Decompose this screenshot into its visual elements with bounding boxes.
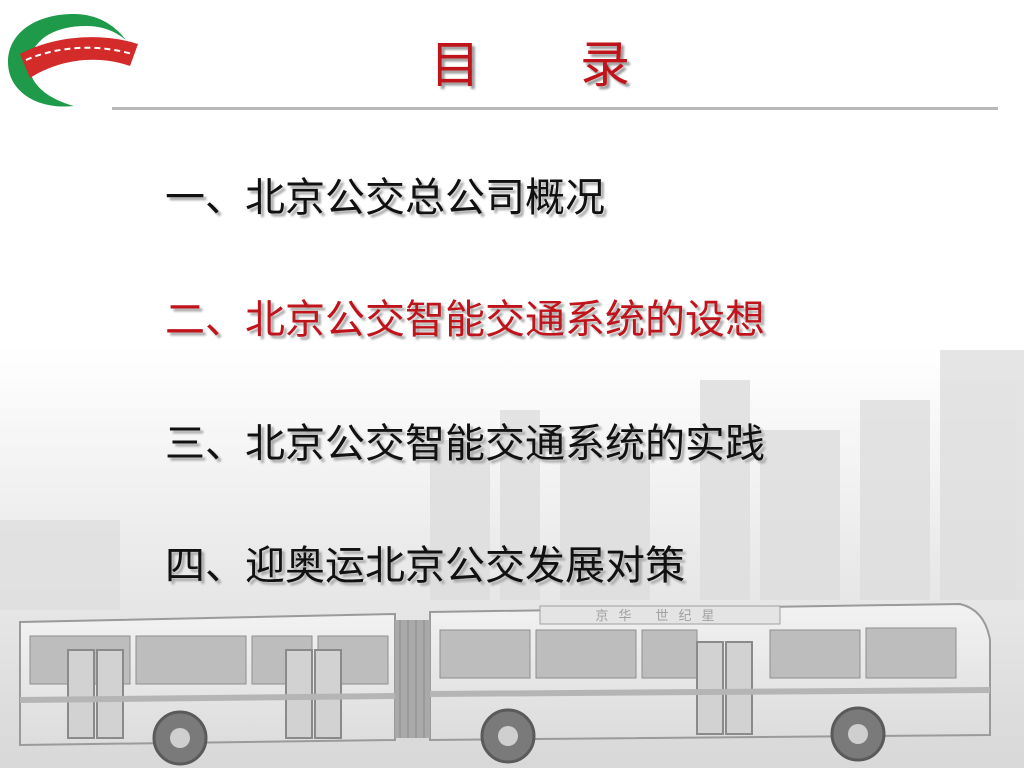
title-divider bbox=[112, 107, 998, 110]
toc-item-4: 四、迎奥运北京公交发展对策 bbox=[165, 543, 685, 589]
page-title: 目录 bbox=[430, 36, 730, 94]
toc-item-3: 三、北京公交智能交通系统的实践 bbox=[165, 421, 765, 467]
toc-item-2: 二、北京公交智能交通系统的设想 bbox=[165, 297, 765, 343]
toc-item-1: 一、北京公交总公司概况 bbox=[165, 175, 605, 221]
bus-body bbox=[19, 602, 991, 766]
company-logo bbox=[8, 14, 138, 107]
bus-sign: 京华 世纪星 bbox=[595, 609, 724, 624]
